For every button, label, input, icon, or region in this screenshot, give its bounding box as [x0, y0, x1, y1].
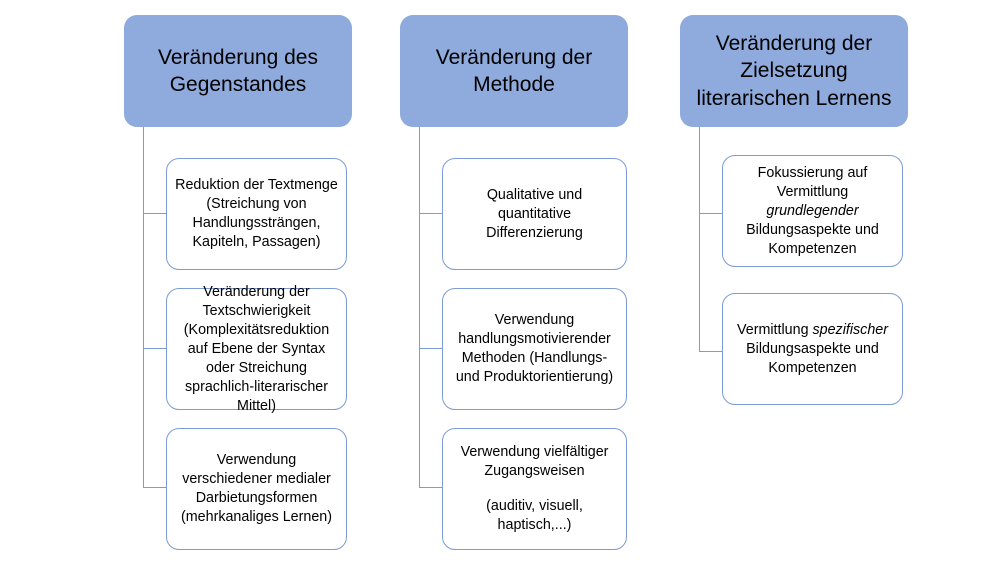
header-box-methode[interactable]: Veränderung der Methode [400, 15, 628, 127]
node-qualitative-quantitative[interactable]: Qualitative und quantitative Differenzie… [442, 158, 627, 270]
node-text-line-2: (auditiv, visuell, haptisch,...) [486, 498, 583, 534]
connector-branch-methode-3 [419, 487, 443, 489]
connector-trunk-gegenstand [143, 127, 145, 487]
connector-trunk-methode [419, 127, 421, 487]
node-zugangsweisen[interactable]: Verwendung vielfältiger Zugangsweisen (a… [442, 428, 627, 550]
node-text: Verwendung verschiedener medialer Darbie… [181, 452, 332, 525]
connector-branch-methode-1 [419, 213, 443, 215]
header-box-zielsetzung[interactable]: Veränderung der Zielsetzung literarische… [680, 15, 908, 127]
node-text-line-1: Verwendung vielfältiger Zugangsweisen [460, 443, 609, 479]
node-textschwierigkeit[interactable]: Veränderung der Textschwierigkeit (Kompl… [166, 284, 347, 414]
header-box-gegenstand[interactable]: Veränderung des Gegenstandes [124, 15, 352, 127]
connector-branch-gegenstand-2 [143, 348, 167, 350]
connector-branch-zielsetzung-2 [699, 351, 723, 353]
node-text: Veränderung der Textschwierigkeit (Kompl… [183, 283, 330, 414]
node-spezifische-bildungsaspekte[interactable]: Vermittlung spezifischer Bildungsaspekte… [722, 293, 903, 405]
connector-trunk-zielsetzung [699, 127, 701, 352]
node-text: Qualitative und quantitative Differenzie… [486, 186, 583, 241]
node-text: Reduktion der Textmenge (Streichung von … [175, 177, 338, 250]
node-mediale-darbietungsformen[interactable]: Verwendung verschiedener medialer Darbie… [166, 428, 347, 550]
node-text: Verwendung handlungsmotivierender Method… [455, 312, 614, 385]
connector-branch-methode-2 [419, 348, 443, 350]
node-grundlegende-bildungsaspekte[interactable]: Fokussierung auf Vermittlung grundlegend… [722, 155, 903, 267]
connector-branch-zielsetzung-1 [699, 213, 723, 215]
connector-branch-gegenstand-3 [143, 487, 167, 489]
node-text: Vermittlung spezifischer Bildungsaspekte… [737, 321, 888, 376]
node-text: Fokussierung auf Vermittlung grundlegend… [746, 164, 879, 257]
connector-branch-gegenstand-1 [143, 213, 167, 215]
node-handlungsmotivierende-methoden[interactable]: Verwendung handlungsmotivierender Method… [442, 288, 627, 410]
node-reduktion-textmenge[interactable]: Reduktion der Textmenge (Streichung von … [166, 158, 347, 270]
